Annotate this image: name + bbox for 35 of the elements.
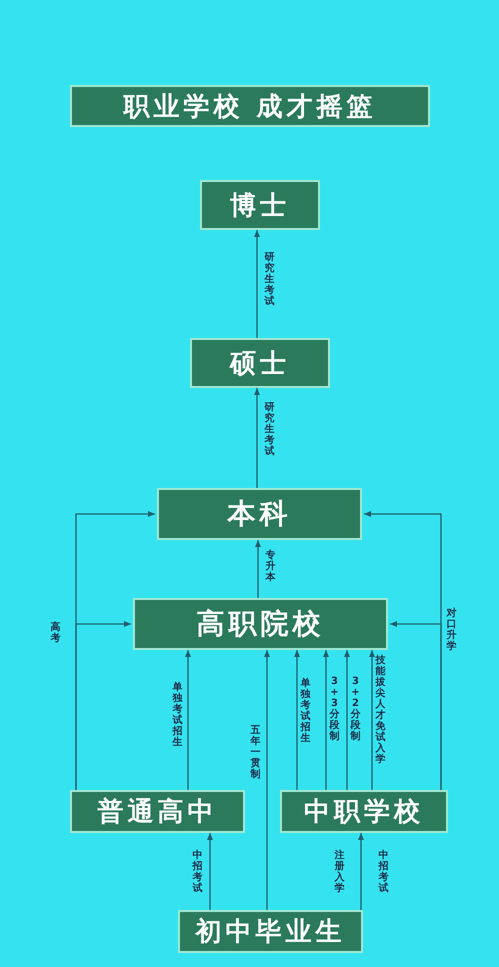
arrow bbox=[369, 650, 375, 790]
school-box: 博士 bbox=[200, 180, 320, 230]
arrow bbox=[344, 650, 350, 790]
arrow bbox=[75, 621, 131, 790]
edge-label: 3+3分段制 bbox=[329, 676, 340, 742]
arrow bbox=[264, 650, 270, 910]
arrow bbox=[255, 540, 261, 598]
edge-label: 对口升学 bbox=[446, 608, 457, 652]
arrow bbox=[254, 388, 260, 488]
edge-label: 专升本 bbox=[265, 550, 276, 583]
edge-label: 3+2分段制 bbox=[350, 676, 361, 742]
school-box: 高职院校 bbox=[133, 598, 388, 650]
arrow bbox=[254, 230, 260, 338]
school-box: 硕士 bbox=[190, 338, 330, 388]
school-box: 初中毕业生 bbox=[178, 910, 363, 953]
school-box: 中职学校 bbox=[280, 790, 448, 833]
edge-label: 研究生考试 bbox=[264, 252, 275, 307]
edge-label: 五年一贯制 bbox=[250, 725, 261, 780]
edge-label: 高考 bbox=[50, 622, 61, 644]
school-box: 普通高中 bbox=[70, 790, 245, 833]
edge-label: 单独考试招生 bbox=[300, 678, 311, 744]
arrow bbox=[390, 621, 442, 790]
arrow bbox=[207, 833, 213, 910]
arrow bbox=[323, 650, 329, 790]
edge-label: 中招考试 bbox=[192, 850, 203, 894]
arrow bbox=[294, 650, 300, 790]
title-banner: 职业学校 成才摇篮 bbox=[70, 85, 430, 127]
route-note: 中招考试 bbox=[378, 850, 389, 894]
edge-label: 研究生考试 bbox=[264, 402, 275, 457]
edge-label: 单独考试招生 bbox=[172, 682, 183, 748]
edge-label: 技能拔尖人才免试入学 bbox=[375, 655, 386, 765]
arrow bbox=[185, 650, 191, 790]
arrow bbox=[358, 833, 364, 910]
school-box: 本科 bbox=[157, 488, 362, 540]
edge-label: 注册入学 bbox=[334, 850, 345, 894]
